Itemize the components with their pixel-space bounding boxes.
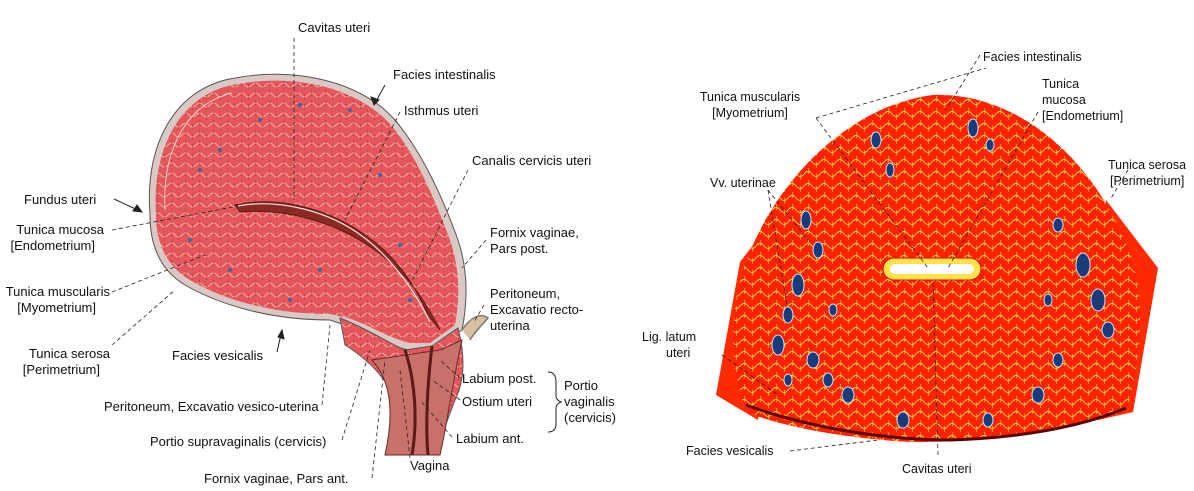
label-portio-3: (cervicis)	[564, 410, 616, 425]
label-fornix-post-2: Pars post.	[490, 241, 549, 256]
label-r-lig-latum-2: uteri	[666, 346, 690, 361]
label-r-facies-vesicalis: Facies vesicalis	[686, 444, 774, 459]
portio-brace	[548, 372, 561, 432]
label-r-myometrium: [Myometrium]	[680, 106, 820, 121]
label-myometrium: [Myometrium]	[0, 300, 96, 315]
label-portio-1: Portio	[564, 378, 598, 393]
label-cavitas-uteri: Cavitas uteri	[298, 20, 370, 35]
sagittal-uterus-diagram: Cavitas uteri Facies intestinalis Isthmu…	[0, 0, 610, 491]
label-peritoneum-vesico: Peritoneum, Excavatio vesico-uterina	[104, 399, 319, 414]
label-portio-supra: Portio supravaginalis (cervicis)	[150, 434, 326, 449]
label-ostium-uteri: Ostium uteri	[462, 394, 532, 409]
label-r-cavitas-uteri: Cavitas uteri	[902, 462, 971, 477]
label-r-tunica-mucosa-1: Tunica	[1042, 77, 1079, 92]
label-labium-post: Labium post.	[462, 371, 536, 386]
label-facies-vesicalis: Facies vesicalis	[172, 348, 263, 363]
label-fundus-uteri: Fundus uteri	[24, 192, 96, 207]
label-tunica-muscularis: Tunica muscularis	[0, 284, 110, 299]
label-canalis-cervicis: Canalis cervicis uteri	[472, 153, 591, 168]
label-peritoneum-recto-3: uterina	[490, 318, 530, 333]
label-tunica-serosa: Tunica serosa	[0, 346, 110, 361]
label-peritoneum-recto-1: Peritoneum,	[490, 286, 560, 301]
peritoneum-fold	[462, 316, 488, 340]
label-r-tunica-muscularis: Tunica muscularis	[680, 90, 820, 105]
label-fornix-post-1: Fornix vaginae,	[490, 225, 579, 240]
label-isthmus-uteri: Isthmus uteri	[404, 103, 478, 118]
cross-section-illustration	[628, 0, 1194, 491]
label-labium-ant: Labium ant.	[456, 431, 524, 446]
label-r-tunica-mucosa-2: mucosa	[1042, 93, 1086, 108]
label-r-facies-intestinalis: Facies intestinalis	[983, 50, 1082, 65]
label-r-lig-latum-1: Lig. latum	[642, 330, 696, 345]
cross-section-uterus-diagram: Facies intestinalis Tunica muscularis [M…	[628, 0, 1194, 491]
label-perimetrium: [Perimetrium]	[0, 362, 100, 377]
label-peritoneum-recto-2: Excavatio recto-	[490, 302, 583, 317]
label-r-perimetrium: [Perimetrium]	[1110, 174, 1184, 189]
label-r-tunica-serosa: Tunica serosa	[1108, 158, 1186, 173]
label-facies-intestinalis: Facies intestinalis	[393, 67, 496, 82]
label-r-endometrium: [Endometrium]	[1042, 109, 1123, 124]
label-tunica-mucosa: Tunica mucosa	[0, 222, 104, 237]
label-portio-2: vaginalis	[564, 394, 615, 409]
label-fornix-ant: Fornix vaginae, Pars ant.	[204, 471, 349, 486]
label-vagina: Vagina	[410, 458, 450, 473]
label-endometrium: [Endometrium]	[0, 238, 95, 253]
label-r-vv-uterinae: Vv. uterinae	[710, 176, 776, 191]
